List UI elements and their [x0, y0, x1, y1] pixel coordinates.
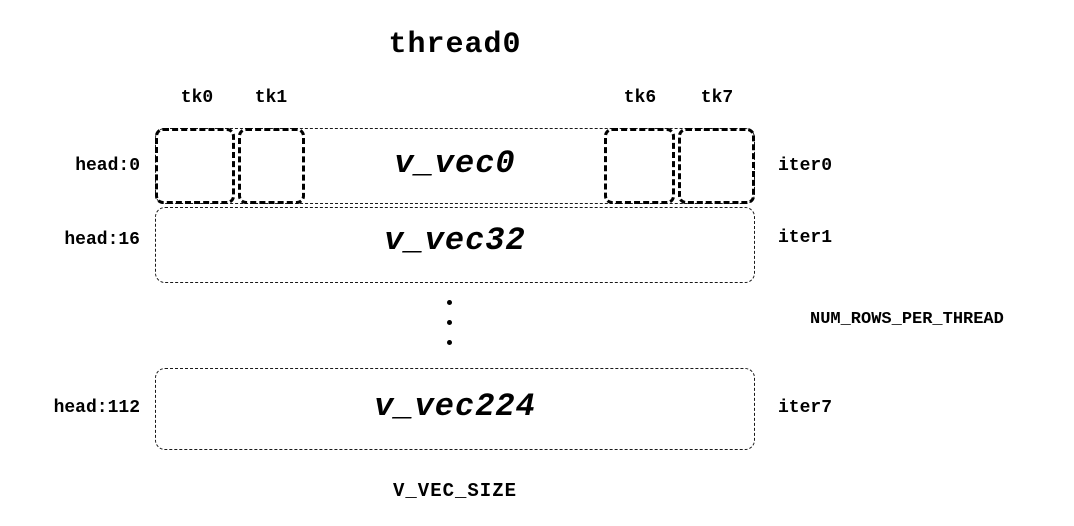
tk6-label: tk6	[623, 88, 657, 108]
v-vec0-label: v_vec0	[394, 145, 516, 182]
ellipsis-dot-2	[447, 320, 452, 325]
head112-label: head:112	[53, 398, 140, 418]
ellipsis-dot-3	[447, 340, 452, 345]
ellipsis-dot-1	[447, 300, 452, 305]
diagram-title: thread0	[388, 28, 522, 62]
v-vec-size-label: V_VEC_SIZE	[392, 480, 518, 502]
tk6-cell	[604, 128, 675, 204]
tk7-cell	[678, 128, 755, 204]
iter0-label: iter0	[778, 156, 833, 176]
head0-label: head:0	[75, 156, 140, 176]
tk7-label: tk7	[700, 88, 734, 108]
v-vec32-label: v_vec32	[384, 222, 526, 259]
iter1-row-box	[155, 207, 755, 283]
tk1-cell	[238, 128, 305, 204]
tk0-cell	[155, 128, 235, 204]
iter7-row-box	[155, 368, 755, 450]
tk0-label: tk0	[180, 88, 214, 108]
head16-label: head:16	[64, 230, 140, 250]
tk1-label: tk1	[254, 88, 288, 108]
v-vec224-label: v_vec224	[374, 388, 536, 425]
num-rows-per-thread-label: NUM_ROWS_PER_THREAD	[810, 310, 1004, 329]
iter7-label: iter7	[778, 398, 833, 418]
iter1-label: iter1	[778, 228, 833, 248]
